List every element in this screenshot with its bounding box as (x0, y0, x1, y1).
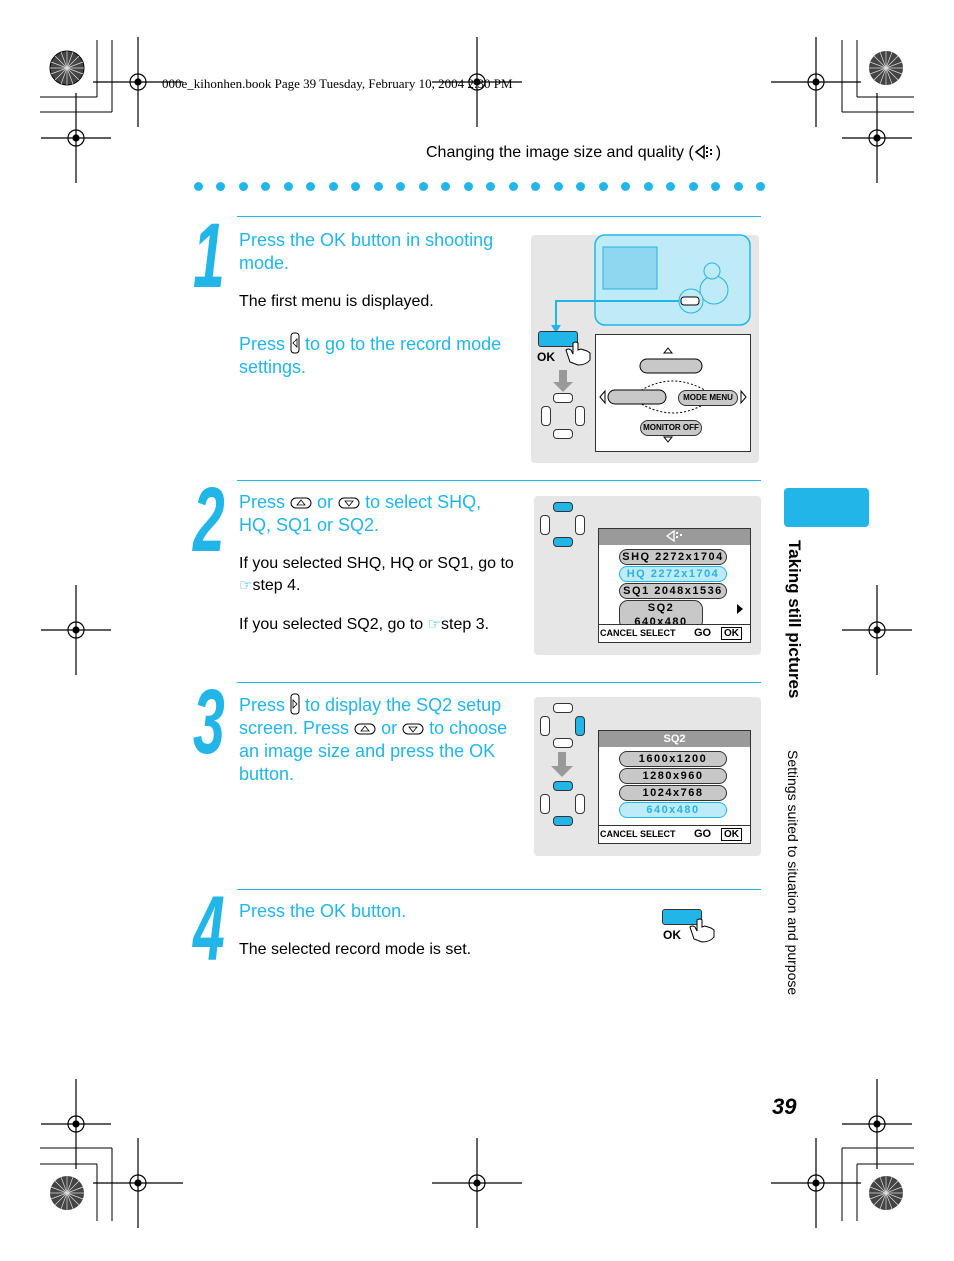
up-key-icon (553, 781, 573, 791)
down-key-icon (338, 497, 360, 509)
left-key-icon (541, 406, 551, 426)
down-key-icon (553, 429, 573, 439)
menu-item-monitor-off: MONITOR OFF (640, 420, 702, 436)
screen-title: SQ2 (599, 731, 750, 747)
menu-screen-graphic (599, 347, 747, 443)
option-1600: 1600x1200 (619, 751, 727, 767)
hand-pointer-icon (565, 341, 591, 366)
reference-icon: ☞ (427, 616, 442, 633)
screen-footer: CANCEL SELECT GO OK (599, 825, 750, 843)
right-key-icon (575, 794, 585, 814)
step-divider (237, 216, 761, 217)
down-key-icon (553, 537, 573, 547)
file-header: 000e_kihonhen.book Page 39 Tuesday, Febr… (162, 76, 513, 91)
step3-instruction: Press to display the SQ2 setup screen. P… (239, 693, 508, 784)
camera-illustration (551, 234, 751, 392)
step1-instruction: Press the OK button in shooting mode. (239, 230, 494, 273)
option-1280: 1280x960 (619, 768, 727, 784)
step-number: 1 (193, 205, 225, 307)
step2-instruction: Press or to select SHQ, HQ, SQ1 or SQ2. (239, 492, 482, 535)
step4-body: The selected record mode is set. (239, 941, 472, 958)
screen-title-bar (599, 529, 750, 545)
option-sq1: SQ1 2048x1536 (619, 583, 727, 599)
option-hq: HQ 2272x1704 (619, 566, 727, 582)
step-number: 4 (193, 878, 225, 980)
up-key-icon (553, 703, 573, 713)
up-key-icon (290, 497, 312, 509)
right-triangle-icon (737, 604, 743, 614)
image-quality-icon (694, 144, 712, 160)
step-divider (237, 480, 761, 481)
side-tab-title: Taking still pictures (785, 540, 804, 699)
down-arrow-icon (551, 752, 573, 777)
section-header: Changing the image size and quality () (426, 144, 722, 161)
step-number: 3 (193, 671, 225, 773)
side-tab-marker (784, 488, 869, 527)
reference-icon: ☞ (239, 577, 253, 594)
ok-label: OK (537, 350, 555, 364)
step1-figure: OK MODE MENU MONITOR OFF (531, 234, 759, 463)
record-mode-screen: SHQ 2272x1704 HQ 2272x1704 SQ1 2048x1536… (598, 528, 751, 643)
down-key-icon (553, 738, 573, 748)
menu-screen: MODE MENU MONITOR OFF (595, 334, 751, 452)
left-key-icon (540, 794, 550, 814)
side-tab-subtitle: Settings suited to situation and purpose (785, 750, 801, 996)
option-640: 640x480 (619, 802, 727, 818)
right-key-icon (575, 716, 585, 736)
right-key-icon (575, 515, 585, 535)
up-key-icon (354, 723, 376, 735)
right-arrow-key-icon (290, 693, 300, 715)
option-1024: 1024x768 (619, 785, 727, 801)
dotted-divider (0, 182, 954, 192)
step2-figure: SHQ 2272x1704 HQ 2272x1704 SQ1 2048x1536… (534, 496, 761, 655)
left-key-icon (540, 716, 550, 736)
ok-button-icon (662, 909, 702, 925)
menu-item-mode-menu: MODE MENU (678, 390, 738, 406)
right-key-icon (575, 406, 585, 426)
up-key-icon (553, 393, 573, 403)
step-divider (237, 682, 761, 683)
down-key-icon (553, 816, 573, 826)
ok-label: OK (663, 928, 681, 942)
up-key-icon (553, 502, 573, 512)
hand-pointer-icon (689, 918, 715, 943)
step-number: 2 (193, 469, 225, 571)
screen-footer: CANCEL SELECT GO OK (599, 624, 750, 642)
step1-body: The first menu is displayed. (239, 293, 434, 310)
step2-body1: If you selected SHQ, HQ or SQ1, go to ☞s… (239, 555, 514, 594)
step4-instruction: Press the OK button. (239, 901, 407, 921)
step2-body2: If you selected SQ2, go to ☞step 3. (239, 616, 490, 633)
left-arrow-key-icon (290, 332, 300, 354)
option-shq: SHQ 2272x1704 (619, 549, 727, 565)
left-key-icon (540, 515, 550, 535)
step3-figure: SQ2 1600x1200 1280x960 1024x768 640x480 … (534, 697, 761, 856)
step1-instruction2: Press to go to the record mode settings. (239, 332, 502, 377)
ok-button-icon (538, 331, 578, 347)
page-number: 39 (772, 1094, 797, 1119)
down-key-icon (402, 723, 424, 735)
sq2-screen: SQ2 1600x1200 1280x960 1024x768 640x480 … (598, 730, 751, 844)
step-divider (237, 889, 761, 890)
image-quality-icon (665, 529, 682, 543)
